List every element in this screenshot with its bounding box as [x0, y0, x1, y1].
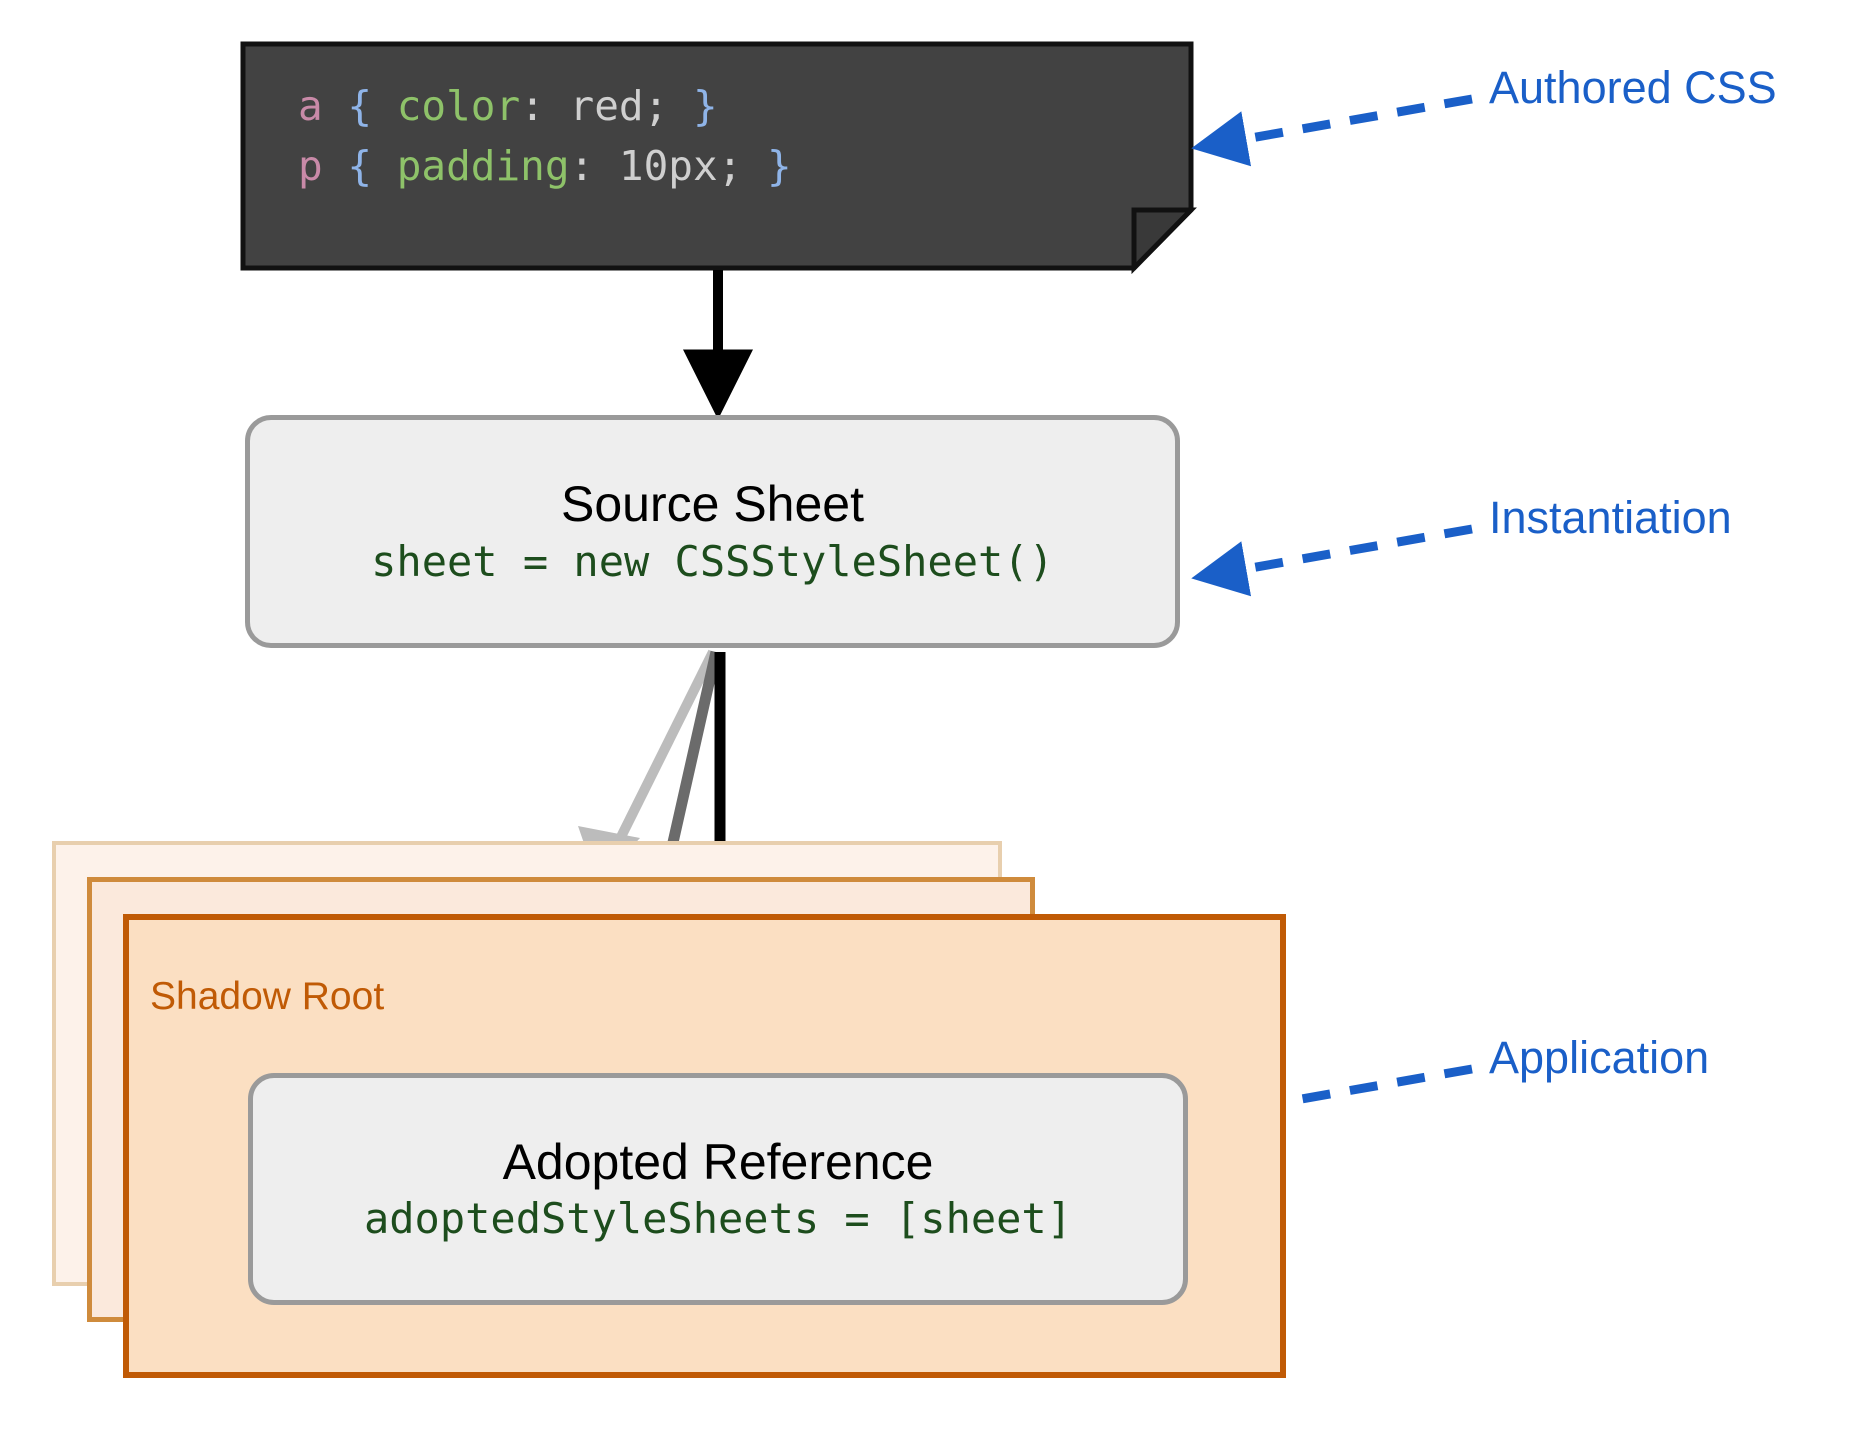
css-colon: : [569, 142, 619, 190]
css-open-brace: { [322, 82, 397, 130]
arrow-source-to-shadow-back [602, 649, 718, 868]
css-value: red [569, 82, 644, 130]
css-selector: p [298, 142, 323, 190]
source-sheet-code: sheet = new CSSStyleSheet() [371, 536, 1054, 586]
annotation-label-authored-css: Authored CSS [1489, 62, 1777, 113]
css-selector: a [298, 82, 323, 130]
css-property: color [396, 82, 521, 130]
css-colon: : [520, 82, 570, 130]
adopted-reference-node: Adopted Reference adoptedStyleSheets = [… [248, 1073, 1188, 1305]
authored-css-code-note: a { color: red; } p { padding: 10px; } [243, 44, 1191, 268]
annotation-label-instantiation: Instantiation [1489, 492, 1732, 543]
css-value: 10px [618, 142, 718, 190]
annotation-label-application: Application [1489, 1032, 1710, 1083]
css-open-brace: { [322, 142, 397, 190]
css-property: padding [396, 142, 570, 190]
annot-arrow-authored-css [1191, 94, 1473, 167]
css-close-brace: } [767, 142, 792, 190]
css-close-brace: } [692, 82, 718, 130]
shadow-root-label: Shadow Root [150, 975, 385, 1018]
source-sheet-title: Source Sheet [561, 476, 864, 533]
adopted-reference-code: adoptedStyleSheets = [sheet] [363, 1194, 1072, 1244]
adopted-reference-title: Adopted Reference [502, 1133, 934, 1190]
css-semicolon: ; [717, 142, 768, 190]
code-note-text: a { color: red; } p { padding: 10px; } [298, 76, 792, 196]
css-semicolon: ; [643, 82, 693, 130]
annot-arrow-instantiation [1191, 524, 1473, 597]
source-sheet-node: Source Sheet sheet = new CSSStyleSheet() [245, 415, 1180, 648]
